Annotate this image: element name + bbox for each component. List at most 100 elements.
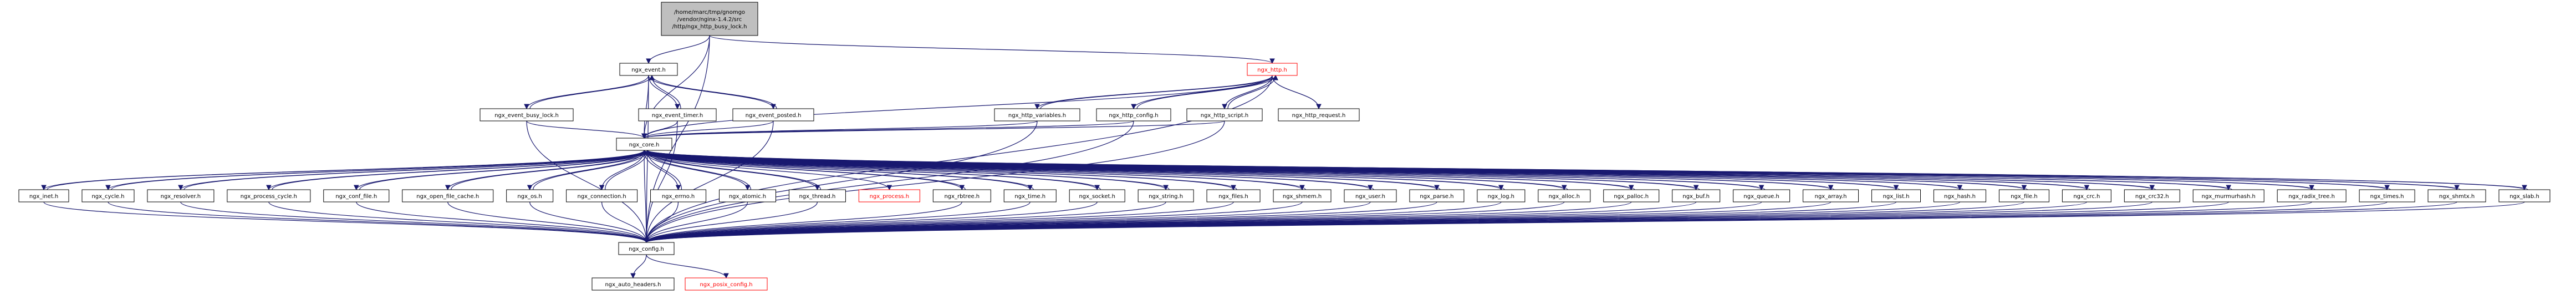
node-box <box>2192 189 2264 202</box>
node-ngx-crc32[interactable]: ngx_crc32.h <box>2124 189 2180 202</box>
node-ngx-conf-file[interactable]: ngx_conf_file.h <box>323 189 390 202</box>
node-ngx-shmtx[interactable]: ngx_shmtx.h <box>2427 189 2486 202</box>
node-ngx-queue[interactable]: ngx_queue.h <box>1733 189 1791 202</box>
edge-ngx_event-to-ngx_config <box>646 75 649 243</box>
edge-ngx_conf_file-to-ngx_config <box>356 201 647 243</box>
node-ngx-times[interactable]: ngx_times.h <box>2359 189 2415 202</box>
node-box <box>1871 189 1921 202</box>
node-label: ngx_http.h <box>1257 67 1287 73</box>
node-box <box>858 189 920 202</box>
edge-ngx_core-to-ngx_process <box>644 150 890 190</box>
node-ngx-os[interactable]: ngx_os.h <box>506 189 554 202</box>
node-root[interactable]: /home/marc/tmp/gnomgo/vendor/nginx-1.4.2… <box>661 2 758 36</box>
node-label: ngx_http_script.h <box>1201 113 1249 119</box>
node-label: ngx_murmurhash.h <box>2202 194 2256 200</box>
node-ngx-event-timer[interactable]: ngx_event_timer.h <box>638 108 717 121</box>
edge-ngx_event_posted-to-ngx_event <box>651 75 777 109</box>
node-ngx-list[interactable]: ngx_list.h <box>1871 189 1921 202</box>
node-ngx-posix-config[interactable]: ngx_posix_config.h <box>685 277 768 291</box>
node-ngx-files[interactable]: ngx_files.h <box>1206 189 1261 202</box>
node-ngx-murmurhash[interactable]: ngx_murmurhash.h <box>2192 189 2264 202</box>
node-ngx-http-variables[interactable]: ngx_http_variables.h <box>994 108 1080 121</box>
node-box <box>619 63 678 76</box>
arrowhead-ngx_core-to-ngx_slab <box>2522 185 2527 191</box>
node-label: ngx_list.h <box>1883 194 1910 200</box>
node-ngx-radix-tree[interactable]: ngx_radix_tree.h <box>2277 189 2347 202</box>
arrowhead-ngx_core-to-ngx_conf_file <box>353 185 359 191</box>
node-ngx-thread[interactable]: ngx_thread.h <box>788 189 846 202</box>
node-ngx-alloc[interactable]: ngx_alloc.h <box>1538 189 1591 202</box>
node-ngx-crc[interactable]: ngx_crc.h <box>2062 189 2111 202</box>
node-ngx-event[interactable]: ngx_event.h <box>619 63 678 76</box>
node-ngx-rbtree[interactable]: ngx_rbtree.h <box>932 189 991 202</box>
node-ngx-core[interactable]: ngx_core.h <box>616 138 672 151</box>
node-ngx-cycle[interactable]: ngx_cycle.h <box>81 189 135 202</box>
node-ngx-http-request[interactable]: ngx_http_request.h <box>1278 108 1360 121</box>
edge-ngx_http_script-to-ngx_http <box>1227 75 1276 109</box>
node-label: ngx_queue.h <box>1743 194 1779 200</box>
edge-ngx_slab-to-ngx_core <box>647 150 2528 190</box>
arrowhead-root-to-ngx_http <box>1269 58 1275 64</box>
node-box <box>2359 189 2415 202</box>
node-ngx-string[interactable]: ngx_string.h <box>1137 189 1194 202</box>
node-box <box>591 277 675 291</box>
node-ngx-slab[interactable]: ngx_slab.h <box>2498 189 2551 202</box>
node-box <box>480 108 574 121</box>
node-ngx-event-busy-lock[interactable]: ngx_event_busy_lock.h <box>480 108 574 121</box>
edge-ngx_array-to-ngx_config <box>646 201 1832 243</box>
node-label: ngx_buf.h <box>1682 194 1710 200</box>
node-label: ngx_inet.h <box>29 194 58 200</box>
node-ngx-socket[interactable]: ngx_socket.h <box>1069 189 1125 202</box>
node-ngx-auto-headers[interactable]: ngx_auto_headers.h <box>591 277 675 291</box>
node-ngx-process[interactable]: ngx_process.h <box>858 189 920 202</box>
node-ngx-parse[interactable]: ngx_parse.h <box>1409 189 1465 202</box>
edge-ngx_connection-to-ngx_core <box>605 150 648 190</box>
node-ngx-errno[interactable]: ngx_errno.h <box>650 189 707 202</box>
edge-ngx_core-to-ngx_open_file_cache <box>447 150 645 190</box>
edge-root-to-ngx_event <box>648 35 710 64</box>
node-label: ngx_palloc.h <box>1614 194 1649 200</box>
node-ngx-http[interactable]: ngx_http.h <box>1247 63 1298 76</box>
node-ngx-config[interactable]: ngx_config.h <box>618 242 675 255</box>
node-ngx-file[interactable]: ngx_file.h <box>1998 189 2049 202</box>
node-label: ngx_errno.h <box>662 194 695 200</box>
node-ngx-array[interactable]: ngx_array.h <box>1803 189 1859 202</box>
arrowhead-ngx_core-to-ngx_rbtree <box>959 185 965 191</box>
arrowhead-ngx_core-to-ngx_string <box>1163 185 1169 191</box>
node-ngx-http-script[interactable]: ngx_http_script.h <box>1186 108 1263 121</box>
edges-layer <box>41 35 2528 279</box>
edge-ngx_connection-to-ngx_config <box>601 201 647 243</box>
node-label: ngx_thread.h <box>799 194 835 200</box>
node-ngx-open-file-cache[interactable]: ngx_open_file_cache.h <box>402 189 494 202</box>
node-box <box>566 189 638 202</box>
node-ngx-process-cycle[interactable]: ngx_process_cycle.h <box>227 189 311 202</box>
node-ngx-event-posted[interactable]: ngx_event_posted.h <box>732 108 814 121</box>
edge-ngx_file-to-ngx_core <box>647 150 2028 190</box>
edge-ngx_atomic-to-ngx_config <box>646 201 748 243</box>
node-label: /home/marc/tmp/gnomgo <box>674 9 745 16</box>
node-ngx-buf[interactable]: ngx_buf.h <box>1672 189 1721 202</box>
node-ngx-shmem[interactable]: ngx_shmem.h <box>1273 189 1332 202</box>
node-ngx-http-config[interactable]: ngx_http_config.h <box>1096 108 1171 121</box>
arrowhead-ngx_core-to-ngx_connection <box>599 185 605 191</box>
node-ngx-atomic[interactable]: ngx_atomic.h <box>718 189 776 202</box>
node-ngx-hash[interactable]: ngx_hash.h <box>1933 189 1986 202</box>
node-label: /vendor/nginx-1.4.2/src <box>677 17 742 23</box>
edge-ngx_event-to-ngx_event_posted <box>648 75 774 109</box>
node-ngx-connection[interactable]: ngx_connection.h <box>566 189 638 202</box>
node-ngx-log[interactable]: ngx_log.h <box>1477 189 1526 202</box>
node-ngx-palloc[interactable]: ngx_palloc.h <box>1603 189 1660 202</box>
node-box <box>1409 189 1465 202</box>
edge-ngx_murmurhash-to-ngx_config <box>646 201 2229 243</box>
arrowhead-ngx_core-to-ngx_hash <box>1957 185 1963 191</box>
node-label: ngx_string.h <box>1149 194 1183 200</box>
node-ngx-time[interactable]: ngx_time.h <box>1003 189 1057 202</box>
node-box <box>147 189 215 202</box>
node-ngx-inet[interactable]: ngx_inet.h <box>18 189 69 202</box>
edge-ngx_http_config-to-ngx_config <box>646 120 1134 243</box>
node-box <box>932 189 991 202</box>
edge-ngx_cycle-to-ngx_core <box>111 150 648 190</box>
node-ngx-user[interactable]: ngx_user.h <box>1344 189 1397 202</box>
node-ngx-resolver[interactable]: ngx_resolver.h <box>147 189 215 202</box>
node-box <box>1477 189 1526 202</box>
